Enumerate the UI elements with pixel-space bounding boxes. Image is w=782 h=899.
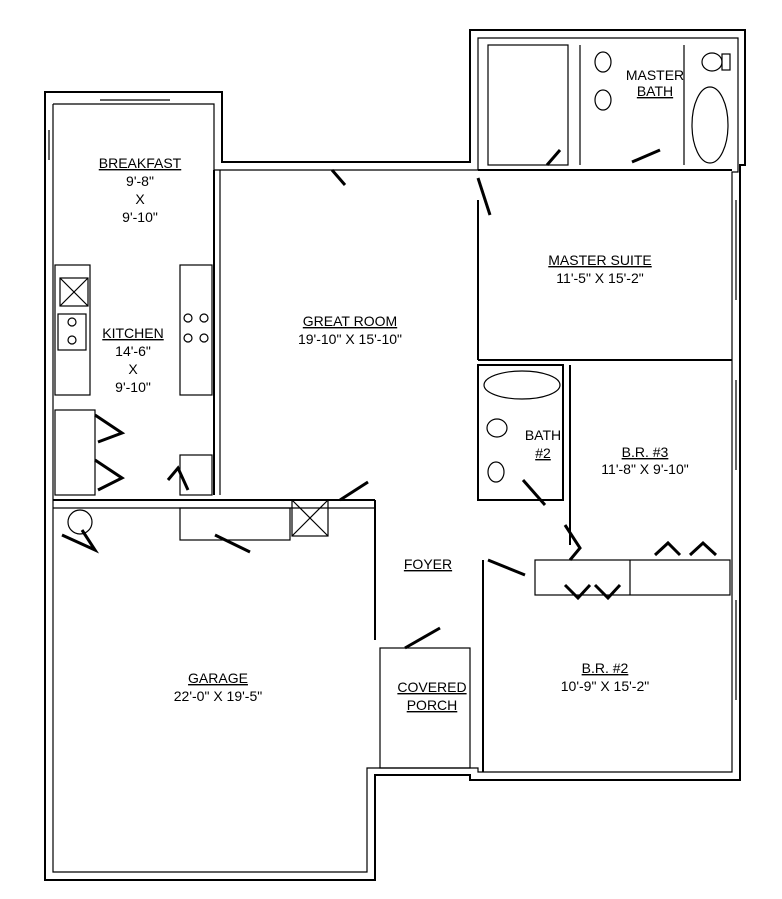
room-label-master-suite: MASTER SUITE 11'-5" X 15'-2": [548, 252, 651, 286]
foyer-name: FOYER: [404, 556, 452, 572]
room-label-br2: B.R. #2 10'-9" X 15'-2": [561, 660, 649, 694]
br3-dims: 11'-8" X 9'-10": [601, 461, 688, 477]
exterior-walls: [44, 29, 746, 881]
master-bath-line2: BATH: [637, 83, 673, 99]
porch-line1: COVERED: [397, 679, 466, 695]
br2-dims: 10'-9" X 15'-2": [561, 678, 649, 694]
garage-name: GARAGE: [188, 670, 248, 686]
master-bath-line1: MASTER: [626, 67, 684, 83]
kitchen-dim2: 9'-10": [115, 379, 151, 395]
fixtures: [57, 51, 731, 535]
breakfast-x: X: [135, 191, 145, 207]
br3-name: B.R. #3: [622, 444, 669, 460]
great-room-name: GREAT ROOM: [303, 313, 397, 329]
room-label-kitchen: KITCHEN 14'-6" X 9'-10": [102, 325, 163, 395]
garage-dims: 22'-0" X 19'-5": [174, 688, 262, 704]
room-label-covered-porch: COVERED PORCH: [397, 679, 466, 713]
room-label-bath2: BATH #2: [525, 427, 561, 461]
bath2-line2: #2: [535, 445, 551, 461]
breakfast-name: BREAKFAST: [99, 155, 182, 171]
room-label-foyer: FOYER: [404, 556, 452, 572]
master-suite-dims: 11'-5" X 15'-2": [556, 270, 643, 286]
doors: [61, 148, 718, 650]
bath2-line1: BATH: [525, 427, 561, 443]
kitchen-name: KITCHEN: [102, 325, 163, 341]
room-label-br3: B.R. #3 11'-8" X 9'-10": [601, 444, 688, 477]
br2-name: B.R. #2: [582, 660, 629, 676]
master-suite-name: MASTER SUITE: [548, 252, 651, 268]
great-room-dims: 19'-10" X 15'-10": [298, 331, 402, 347]
breakfast-dim2: 9'-10": [122, 209, 158, 225]
breakfast-dim1: 9'-8": [126, 173, 154, 189]
kitchen-dim1: 14'-6": [115, 343, 151, 359]
room-label-master-bath: MASTER BATH: [626, 67, 684, 99]
room-label-breakfast: BREAKFAST 9'-8" X 9'-10": [99, 155, 182, 225]
room-label-garage: GARAGE 22'-0" X 19'-5": [174, 670, 262, 704]
room-label-great-room: GREAT ROOM 19'-10" X 15'-10": [298, 313, 402, 347]
porch-line2: PORCH: [407, 697, 458, 713]
interior-walls: [53, 44, 732, 772]
kitchen-x: X: [128, 361, 138, 377]
